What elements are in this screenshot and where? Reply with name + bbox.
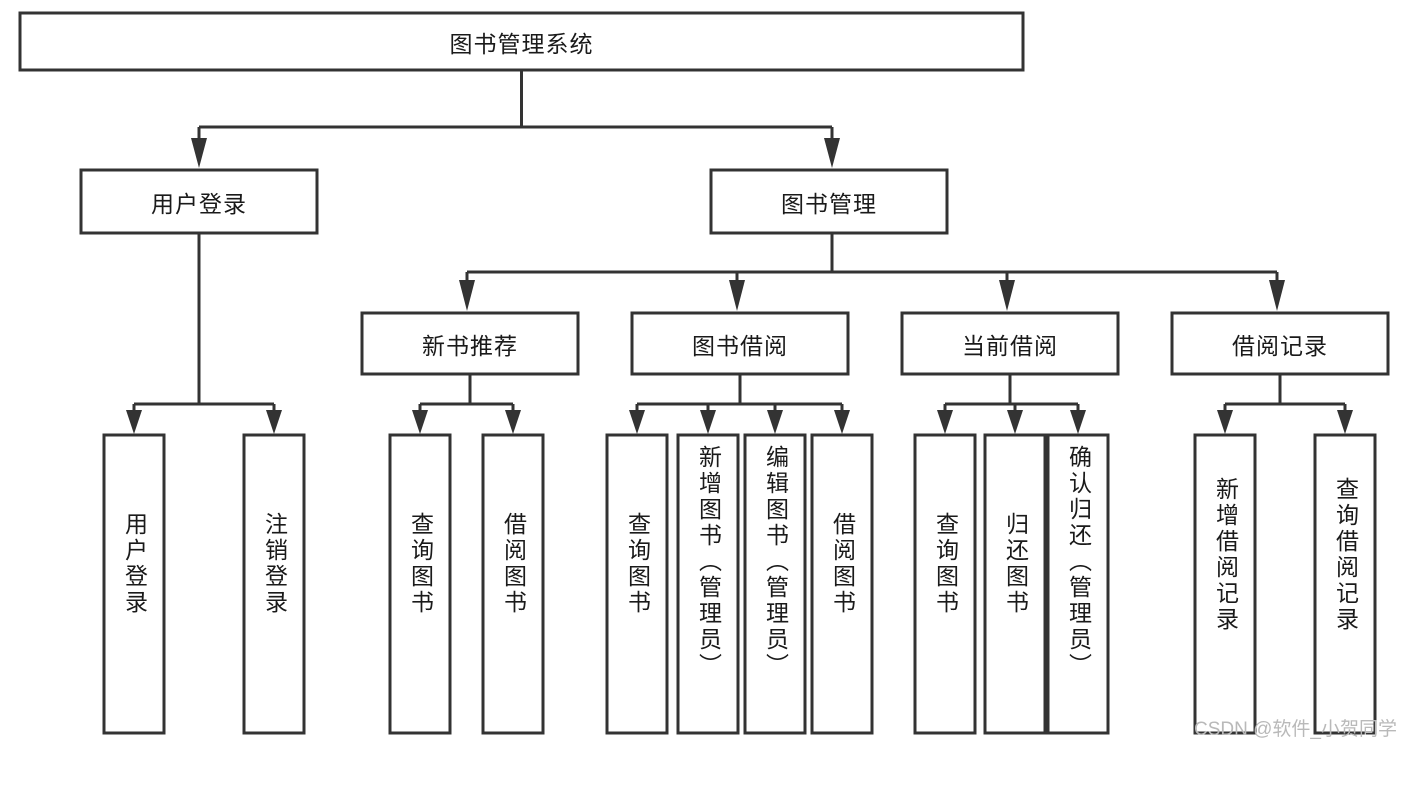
arrow-head-leaf-return-book (1007, 410, 1023, 434)
node-box-leaf-add-book[interactable] (676, 433, 740, 735)
arrow-head-leaf-query-book-3 (937, 410, 953, 434)
node-box-book-management[interactable] (709, 168, 949, 235)
arrow-head-leaf-query-book-1 (412, 410, 428, 434)
node-box-new-book-recommend[interactable] (360, 311, 580, 376)
node-box-leaf-query-book-1[interactable] (388, 433, 452, 735)
node-box-borrow-record[interactable] (1170, 311, 1390, 376)
node-box-leaf-edit-book[interactable] (743, 433, 807, 735)
node-box-leaf-query-record[interactable] (1313, 433, 1377, 735)
node-box-leaf-confirm-return[interactable] (1046, 433, 1110, 735)
connector-group-book-borrow (629, 374, 850, 434)
arrow-head-book-borrow (729, 280, 745, 311)
arrow-head-leaf-add-book (700, 410, 716, 434)
arrow-head-leaf-borrow-book-2 (834, 410, 850, 434)
diagram-svg (18, 11, 1390, 735)
connector-group-root (191, 70, 840, 168)
arrow-head-leaf-borrow-book-1 (505, 410, 521, 434)
node-box-leaf-borrow-book-2[interactable] (810, 433, 874, 735)
node-box-leaf-borrow-book-1[interactable] (481, 433, 545, 735)
node-box-current-borrow[interactable] (900, 311, 1120, 376)
node-box-leaf-query-book-2[interactable] (605, 433, 669, 735)
connector-group-user-login (126, 233, 282, 434)
arrow-head-leaf-query-book-2 (629, 410, 645, 434)
node-box-leaf-user-logout[interactable] (242, 433, 306, 735)
arrow-head-book-management (824, 138, 840, 168)
node-box-book-borrow[interactable] (630, 311, 850, 376)
node-box-leaf-return-book[interactable] (983, 433, 1047, 735)
connector-group-new-book-recommend (412, 374, 521, 434)
arrow-head-leaf-edit-book (767, 410, 783, 434)
arrow-head-leaf-query-record (1337, 410, 1353, 434)
arrow-head-leaf-confirm-return (1070, 410, 1086, 434)
connector-group-book-management (459, 233, 1285, 311)
node-box-user-login[interactable] (79, 168, 319, 235)
connector-group-borrow-record (1217, 374, 1353, 434)
connector-group-current-borrow (937, 374, 1086, 434)
arrow-head-user-login (191, 138, 207, 168)
arrow-head-borrow-record (1269, 280, 1285, 311)
arrow-head-leaf-user-login (126, 410, 142, 434)
node-box-leaf-query-book-3[interactable] (913, 433, 977, 735)
diagram-canvas: 图书管理系统 用户登录 图书管理 新书推荐 图书借阅 当前借阅 借阅记录 用户登… (18, 11, 1397, 740)
arrow-head-new-book-recommend (459, 280, 475, 311)
node-box-leaf-user-login[interactable] (102, 433, 166, 735)
arrow-head-current-borrow (999, 280, 1015, 311)
node-box-leaf-add-record[interactable] (1193, 433, 1257, 735)
arrow-head-leaf-add-record (1217, 410, 1233, 434)
node-box-root[interactable] (18, 11, 1025, 72)
arrow-head-leaf-user-logout (266, 410, 282, 434)
